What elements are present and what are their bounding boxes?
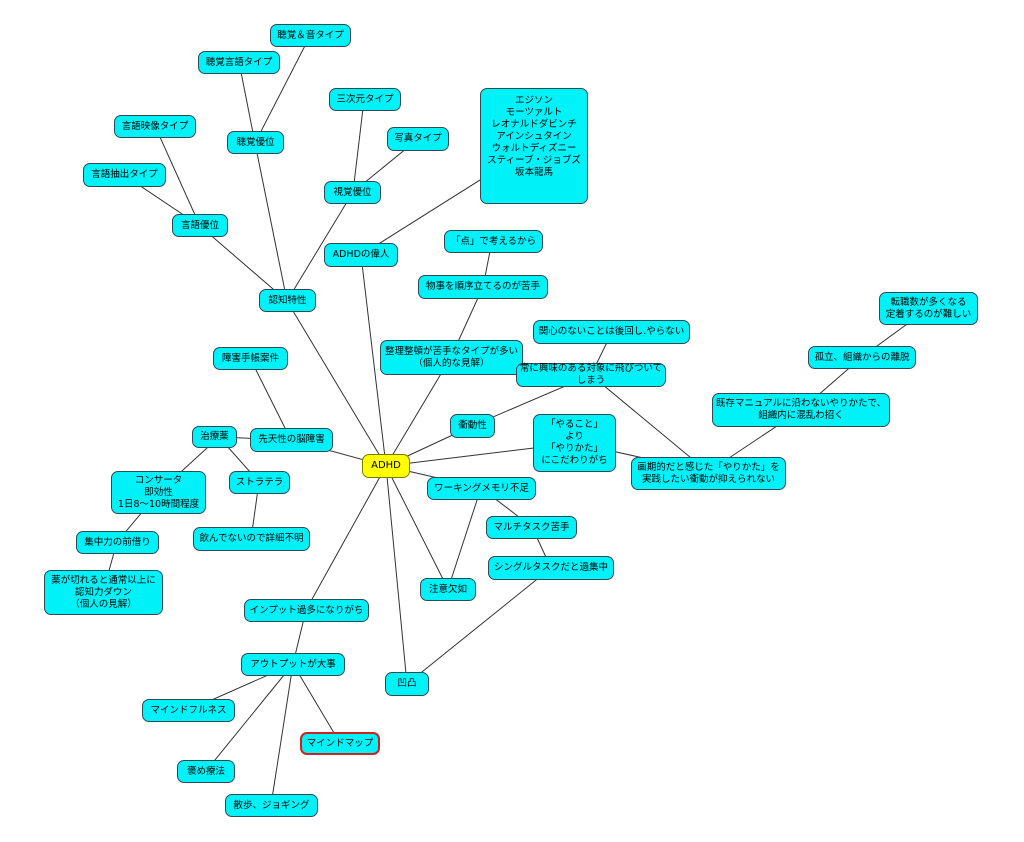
node-mindmap-highlighted[interactable]: マインドマップ	[300, 732, 380, 755]
node-dekoboko[interactable]: 凹凸	[385, 672, 429, 696]
node-chiryoyaku[interactable]: 治療薬	[192, 426, 237, 448]
node-input[interactable]: インプット過多になりがち	[244, 599, 369, 622]
node-shikaku-yui[interactable]: 視覚優位	[324, 181, 381, 204]
node-strattera[interactable]: ストラテラ	[229, 471, 290, 494]
node-gengo-chushutsu[interactable]: 言語抽出タイプ	[83, 163, 166, 187]
edge-gengoyui-eizo	[154, 125, 201, 227]
node-shogai-techo[interactable]: 障害手帳案件	[213, 347, 288, 370]
node-sanjigen[interactable]: 三次元タイプ	[329, 88, 401, 111]
node-junjo[interactable]: 物事を順序立てるのが苦手	[418, 275, 548, 299]
node-ten[interactable]: 「点」で考えるから	[444, 230, 543, 253]
node-kakkiteki[interactable]: 画期的だと感じた「やりかた」を 実践したい衝動が抑えられない	[631, 457, 786, 490]
edge-sententeki-techo	[249, 357, 292, 441]
edge-output-home	[205, 663, 294, 772]
node-shodo[interactable]: 衝動性	[450, 414, 495, 438]
edge-root-ninchi	[286, 300, 387, 467]
node-mindful[interactable]: マインドフルネス	[142, 699, 235, 722]
node-chui[interactable]: 注意欠如	[420, 578, 476, 601]
edge-shikaku-sanjigen	[352, 99, 365, 193]
root-node-adhd[interactable]: ADHD	[362, 454, 410, 478]
node-ninchi[interactable]: 認知特性	[259, 289, 316, 312]
edge-root-input	[305, 465, 387, 611]
edge-ninchi-shikaku	[286, 191, 354, 302]
node-homeryoho[interactable]: 褒め療法	[177, 760, 235, 783]
node-sanpo[interactable]: 散歩、ジョギング	[225, 794, 318, 817]
node-tsune[interactable]: 常に興味のある対象に飛びついてしまう	[516, 363, 666, 387]
edge-ninchi-chokaku	[254, 142, 288, 302]
node-nondenai[interactable]: 飲んでないので詳細不明	[193, 527, 310, 551]
edge-ninchi-gengoyui	[199, 225, 288, 302]
node-concerta[interactable]: コンサータ 即効性 1日8〜10時間程度	[111, 471, 206, 514]
edge-root-dekoboko	[385, 465, 408, 685]
node-kusuri-kireru[interactable]: 薬が切れると通常以上に 認知力ダウン （個人の見解）	[44, 570, 163, 615]
edge-single-dekoboko	[406, 567, 552, 685]
edge-output-mindmap	[292, 663, 341, 744]
node-output[interactable]: アウトプットが大事	[241, 653, 345, 676]
node-single[interactable]: シングルタスクだと過集中	[488, 556, 614, 580]
node-gengo-yui[interactable]: 言語優位	[172, 214, 228, 237]
node-yarukoto[interactable]: 「やること」 より 「やりかた」 にこだわりがち	[533, 414, 616, 472]
node-chokaku-gengo[interactable]: 聴覚言語タイプ	[198, 51, 280, 74]
node-tenshoku[interactable]: 転職数が多くなる 定着するのが難しい	[879, 292, 978, 325]
edge-tsune-kakkiteki	[590, 374, 709, 473]
edge-root-ijin	[360, 254, 387, 467]
node-ijin-list[interactable]: エジソン モーツァルト レオナルドダビンチ アインシュタイン ウォルトディズニー…	[480, 88, 588, 204]
node-koritsu[interactable]: 孤立、組織からの離脱	[808, 346, 916, 369]
node-ijin[interactable]: ADHDの偉人	[324, 243, 398, 267]
node-kison[interactable]: 既存マニュアルに沿わないやりかたで、 組織内に混乱わ招く	[712, 393, 890, 427]
node-chokaku-oto[interactable]: 聴覚＆音タイプ	[270, 24, 351, 47]
node-kanshin[interactable]: 関心のないことは後回し.やらない	[533, 320, 690, 344]
edge-root-chui	[385, 465, 449, 590]
node-multi[interactable]: マルチタスク苦手	[486, 516, 577, 539]
edge-working-chui	[447, 487, 482, 590]
node-chokaku-yui[interactable]: 聴覚優位	[227, 131, 284, 154]
node-seiri[interactable]: 整理整頓が苦手なタイプが多い （個人的な見解）	[380, 340, 523, 375]
edge-chokaku-oto	[254, 35, 311, 144]
edge-output-sanpo	[270, 663, 294, 806]
node-shashin[interactable]: 写真タイプ	[387, 127, 449, 151]
edge-chokaku-gengo	[238, 61, 256, 144]
node-working[interactable]: ワーキングメモリ不足	[427, 477, 536, 500]
node-shuchu-maegari[interactable]: 集中力の前借り	[76, 531, 159, 554]
node-sententeki[interactable]: 先天性の脳障害	[250, 428, 333, 452]
node-gengo-eizo[interactable]: 言語映像タイプ	[114, 115, 196, 138]
edge-root-seiri	[385, 356, 452, 467]
